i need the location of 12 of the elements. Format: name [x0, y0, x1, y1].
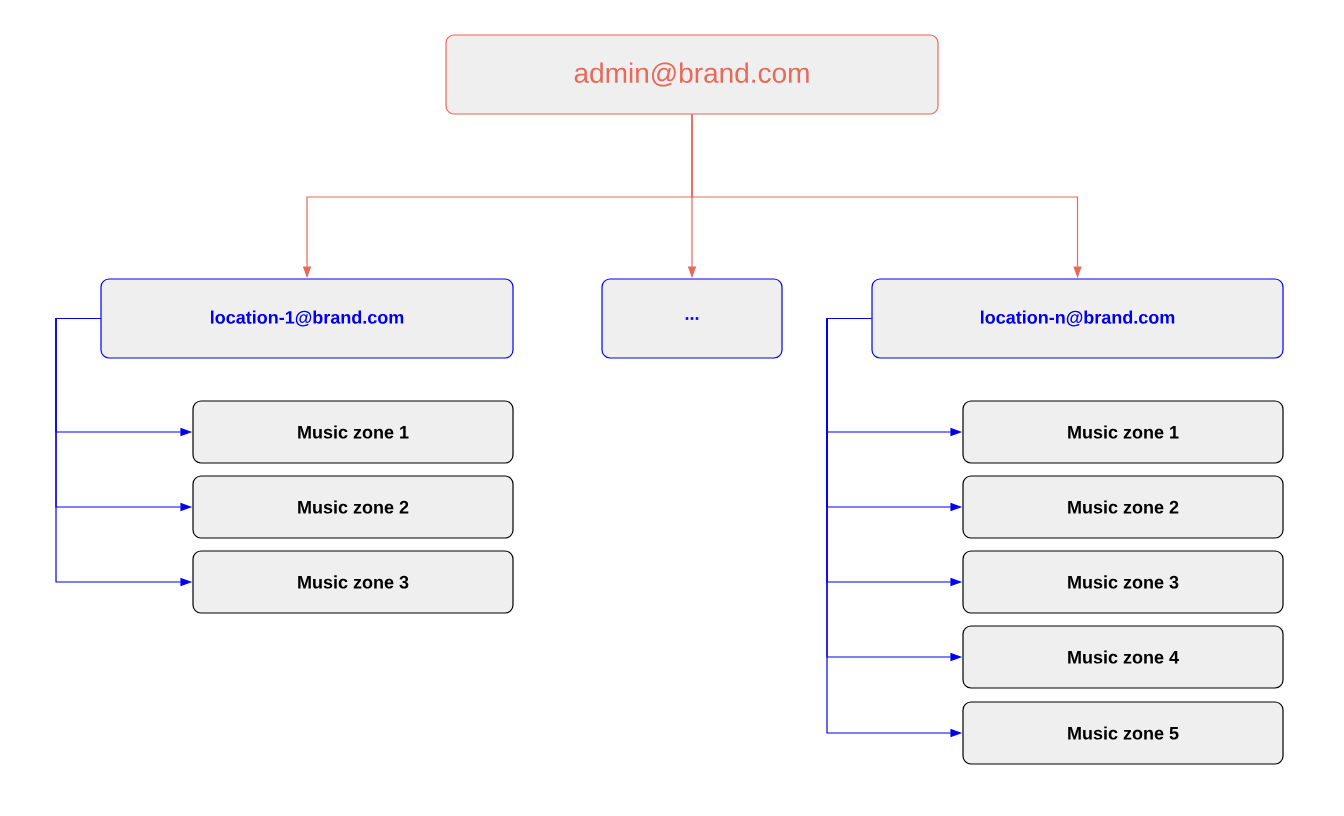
zone-box: Music zone 5 — [962, 701, 1284, 765]
zone-box: Music zone 1 — [962, 400, 1284, 464]
zone-box: Music zone 2 — [962, 475, 1284, 539]
account-box: admin@brand.com — [445, 34, 939, 115]
zone-box: Music zone 1 — [192, 400, 514, 464]
zone-box: Music zone 3 — [962, 550, 1284, 614]
zone-box: Music zone 3 — [192, 550, 514, 614]
zone-box: Music zone 4 — [962, 625, 1284, 689]
zone-box: Music zone 2 — [192, 475, 514, 539]
account-box: location-1@brand.com — [100, 278, 514, 359]
account-box: location-n@brand.com — [871, 278, 1284, 359]
account-box: ... — [601, 278, 783, 359]
